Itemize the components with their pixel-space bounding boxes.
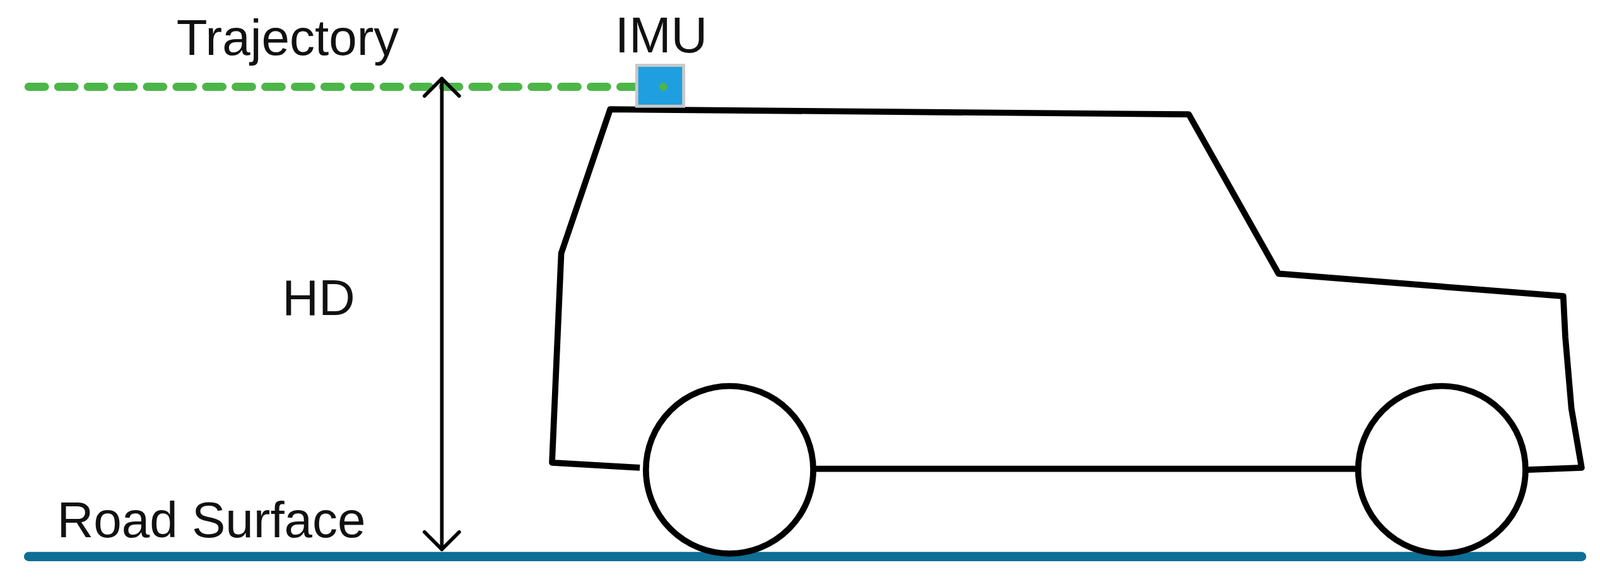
car-outline — [552, 109, 1582, 554]
imu-box — [636, 65, 684, 107]
road-line — [28, 551, 1582, 561]
trajectory-line — [28, 82, 665, 91]
road-label: Road Surface — [56, 494, 366, 546]
trajectory-label: Trajectory — [176, 12, 400, 64]
dimension-label: HD — [282, 272, 356, 324]
imu-point — [659, 82, 668, 91]
imu-label: IMU — [615, 10, 708, 61]
height-arrow — [424, 78, 460, 550]
